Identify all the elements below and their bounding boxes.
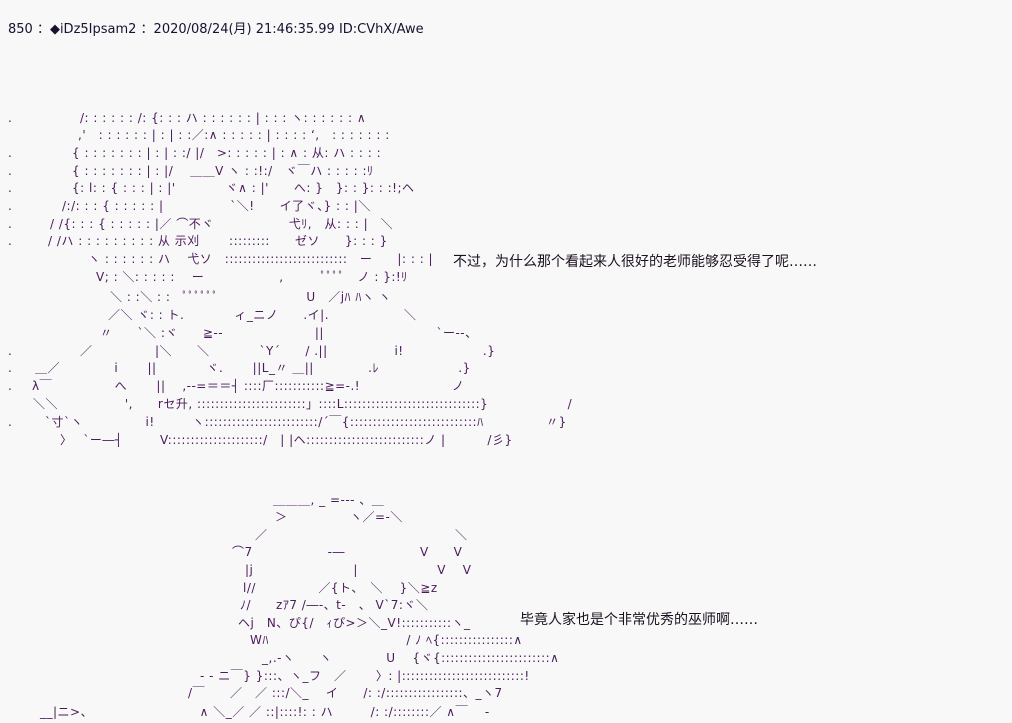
art-line: ＞ ヽ／=‐＼ [275,510,403,524]
art-line: ／＼ ヾ: : ト. ィ_ニノ .イ|. ＼ [108,308,417,322]
art-line: `寸`ヽ i! ヽ:::::::::::::::::::::::::/´￣{::… [45,415,567,429]
art-line: 〉 `ー―┤ V:::::::::::::::::::::/ | |ヘ:::::… [60,433,513,447]
dialogue-line-1: 不过，为什么那个看起来人很好的老师能够忍受得了呢…… [453,254,817,270]
art-line: ﾉ/ zｱ7 /―‐、t- 、 V`7:ヾ＼ [240,598,429,612]
art-line: {: l: : { : : : | : |' ヾ∧ : |' へ: } }: :… [72,181,415,195]
art-line: /: : : : : : /: {: : : ハ : : : : : : | :… [80,111,367,125]
art-line: / /ハ : : : : : : : : : 从 示刈 ::::::::: ゼソ… [48,234,388,248]
art-line-lead: . [8,379,12,393]
art-line: V; : ＼: : : : : ー , ﾟﾟﾟﾟ ノ : }:!ﾘ [96,270,408,284]
art-line: ／ ＼ [255,528,468,542]
art-line-lead: . [8,217,12,231]
art-line: ヘj N、ぴ{/ ｨぴ>＞＼_V!:::::::::::ヽ_ [238,616,471,630]
art-line-lead: . [8,146,12,160]
art-line-lead: . [8,344,12,358]
art-line-lead: . [8,164,12,178]
art-line: ‐ - ニ￣} }:::、ヽ_フ ／ 〉: |:::::::::::::::::… [200,669,530,683]
art-line: |j | V V [245,563,472,577]
art-line: l// ／{ト、 ＼ }＼≧z [243,581,438,595]
art-line: ,' : : : : : : | : | : :／:∧ : : : : : | … [78,128,390,142]
art-line: __|ニ>、 ∧ ＼_／ ／ ::|::::!: : ハ /: :/::::::… [40,705,490,719]
dialogue-line-2: 毕竟人家也是个非常优秀的巫师啊…… [520,612,758,628]
art-line: 〃 `＼ :ヾ ≧-‐ || `ー‐-、 [100,326,478,340]
art-line: ＼＼ ', rセ升, ::::::::::::::::::::::::」::::… [33,397,573,411]
art-line: ＿／ i || ヾ. ||L_〃 ＿|| .ﾚ .} [35,361,471,375]
art-line-lead: . [8,234,12,248]
art-line: ／ |＼ ＼ `Y´ / .|| i! .} [80,344,496,358]
art-line: /:/: : : { : : : : : | `＼! イ了ヾ、} : : |＼ [62,199,371,213]
art-line: Wﾊ / ﾉ ﾍ{::::::::::::::::∧ [250,633,523,647]
art-line: λ￣ へ || ,-‐=＝＝┤ ::::厂:::::::::::≧=-.! ノ [32,379,465,393]
art-line-lead: . [8,415,12,429]
art-line: { : : : : : : : | : |/ ＿＿V ヽ : :!:/ ヾ￣ハ … [72,164,374,178]
art-line-lead: . [8,199,12,213]
art-line: ⌒7 -― V V [232,545,463,559]
art-line: / /{: : : { : : : : : |／ ⌒不ヾ 弋ﾘ, 从: : : … [50,217,394,231]
post-header: 850 ：◆iDz5Ipsam2 ：2020/08/24(月) 21:46:35… [8,22,424,37]
art-line: ヽ : : : : : : ハ 弋ソ :::::::::::::::::::::… [88,252,434,266]
art-line: { : : : : : : : | : | : :/ |/ >: : : : :… [72,146,382,160]
art-line-lead: . [8,361,12,375]
art-line-lead: . [8,111,12,125]
art-line-lead: . [8,181,12,195]
art-line: ＼ : :＼ : : ﾟﾟﾟﾟﾟﾟ U ／jﾊ ﾊヽ ヽ [110,290,392,304]
art-line: ＿＿＿, _ =-‐- 、＿ [273,493,385,507]
art-line: /￣ ／ ／ :::/＼_ イ /: :/:::::::::::::::::、_… [188,686,503,700]
art-line: _,.-ヽ ヽ U {ヾ{::::::::::::::::::::::::∧ [262,651,560,665]
